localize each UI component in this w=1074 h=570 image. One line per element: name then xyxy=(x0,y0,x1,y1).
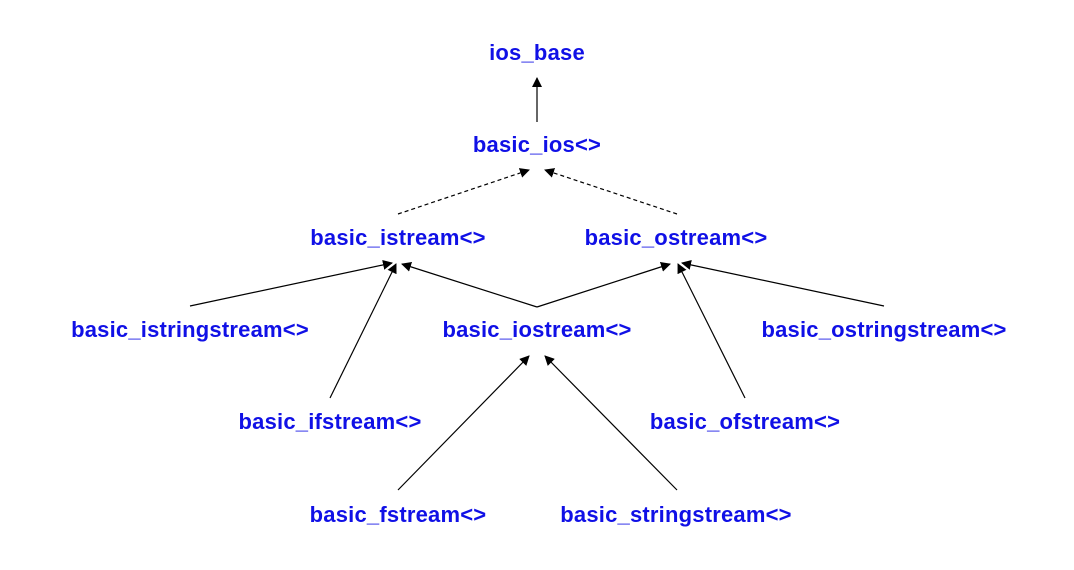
edge-basic-ifstream-to-basic-istream xyxy=(329,263,397,399)
node-basic-ostream: basic_ostream<> xyxy=(584,225,768,250)
node-basic-ofstream: basic_ofstream<> xyxy=(649,409,841,434)
node-ios-base: ios_base xyxy=(489,40,585,65)
edge-basic-istringstream-to-basic-istream xyxy=(189,259,393,307)
edge-basic-ofstream-to-basic-ostream xyxy=(677,263,746,399)
edge-basic-ostream-to-basic-ios xyxy=(544,168,678,215)
node-basic-stringstream: basic_stringstream<> xyxy=(560,502,792,527)
edge-basic-iostream-to-basic-istream xyxy=(401,261,538,308)
node-basic-iostream: basic_iostream<> xyxy=(442,317,632,342)
node-basic-ostringstream: basic_ostringstream<> xyxy=(761,317,1007,342)
edge-basic-istream-to-basic-ios xyxy=(397,168,530,215)
edge-basic-stringstream-to-basic-iostream xyxy=(544,355,678,491)
edge-basic-ostringstream-to-basic-ostream xyxy=(681,259,885,307)
node-basic-fstream: basic_fstream<> xyxy=(309,502,487,527)
node-basic-istringstream: basic_istringstream<> xyxy=(71,317,309,342)
node-basic-ifstream: basic_ifstream<> xyxy=(238,409,422,434)
edge-basic-fstream-to-basic-iostream xyxy=(397,355,530,491)
node-basic-istream: basic_istream<> xyxy=(310,225,486,250)
edge-basic-iostream-to-basic-ostream xyxy=(536,262,671,308)
node-basic-ios: basic_ios<> xyxy=(472,132,602,157)
